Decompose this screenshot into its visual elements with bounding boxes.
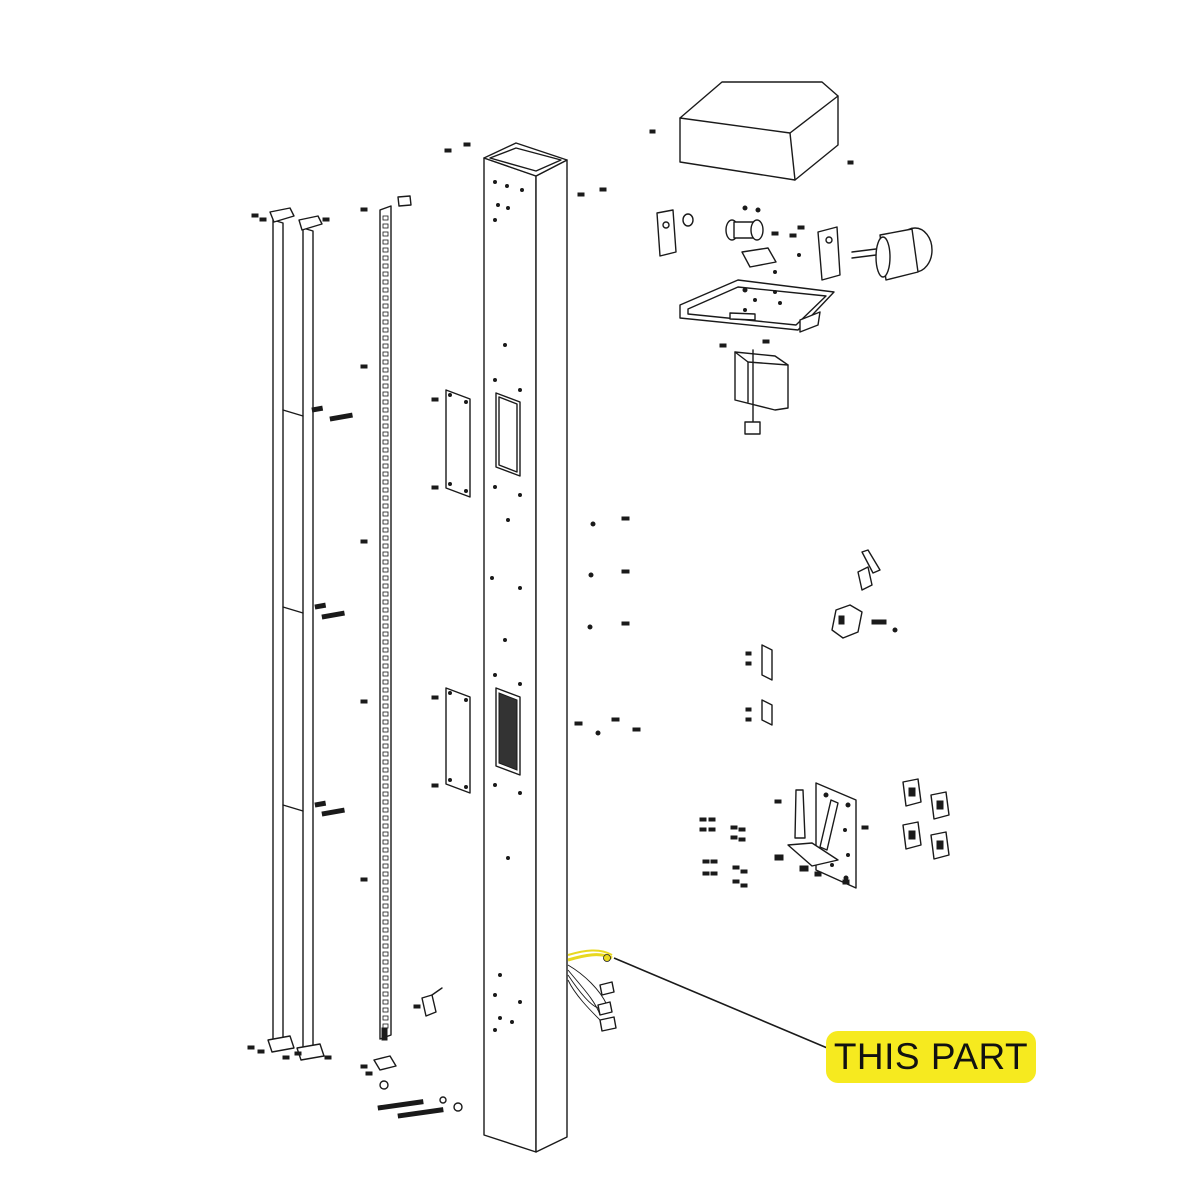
callout-label: THIS PART [833, 1036, 1029, 1077]
bracket-assembly [699, 782, 869, 889]
sensor-group [831, 549, 898, 639]
motor-cover [649, 81, 854, 181]
cover-plates [431, 389, 471, 794]
small-blocks [745, 644, 773, 726]
main-column [483, 142, 568, 1153]
this-part-callout: THIS PART [826, 1031, 1036, 1083]
perforated-strip [360, 195, 463, 1119]
left-rod-frame [247, 207, 353, 1061]
wiring-harness [567, 949, 833, 1051]
top-screws [444, 142, 607, 197]
latch-part [413, 987, 443, 1017]
column-fasteners [574, 516, 641, 736]
clip-set [902, 778, 950, 860]
motor-mount-assembly [656, 205, 933, 435]
